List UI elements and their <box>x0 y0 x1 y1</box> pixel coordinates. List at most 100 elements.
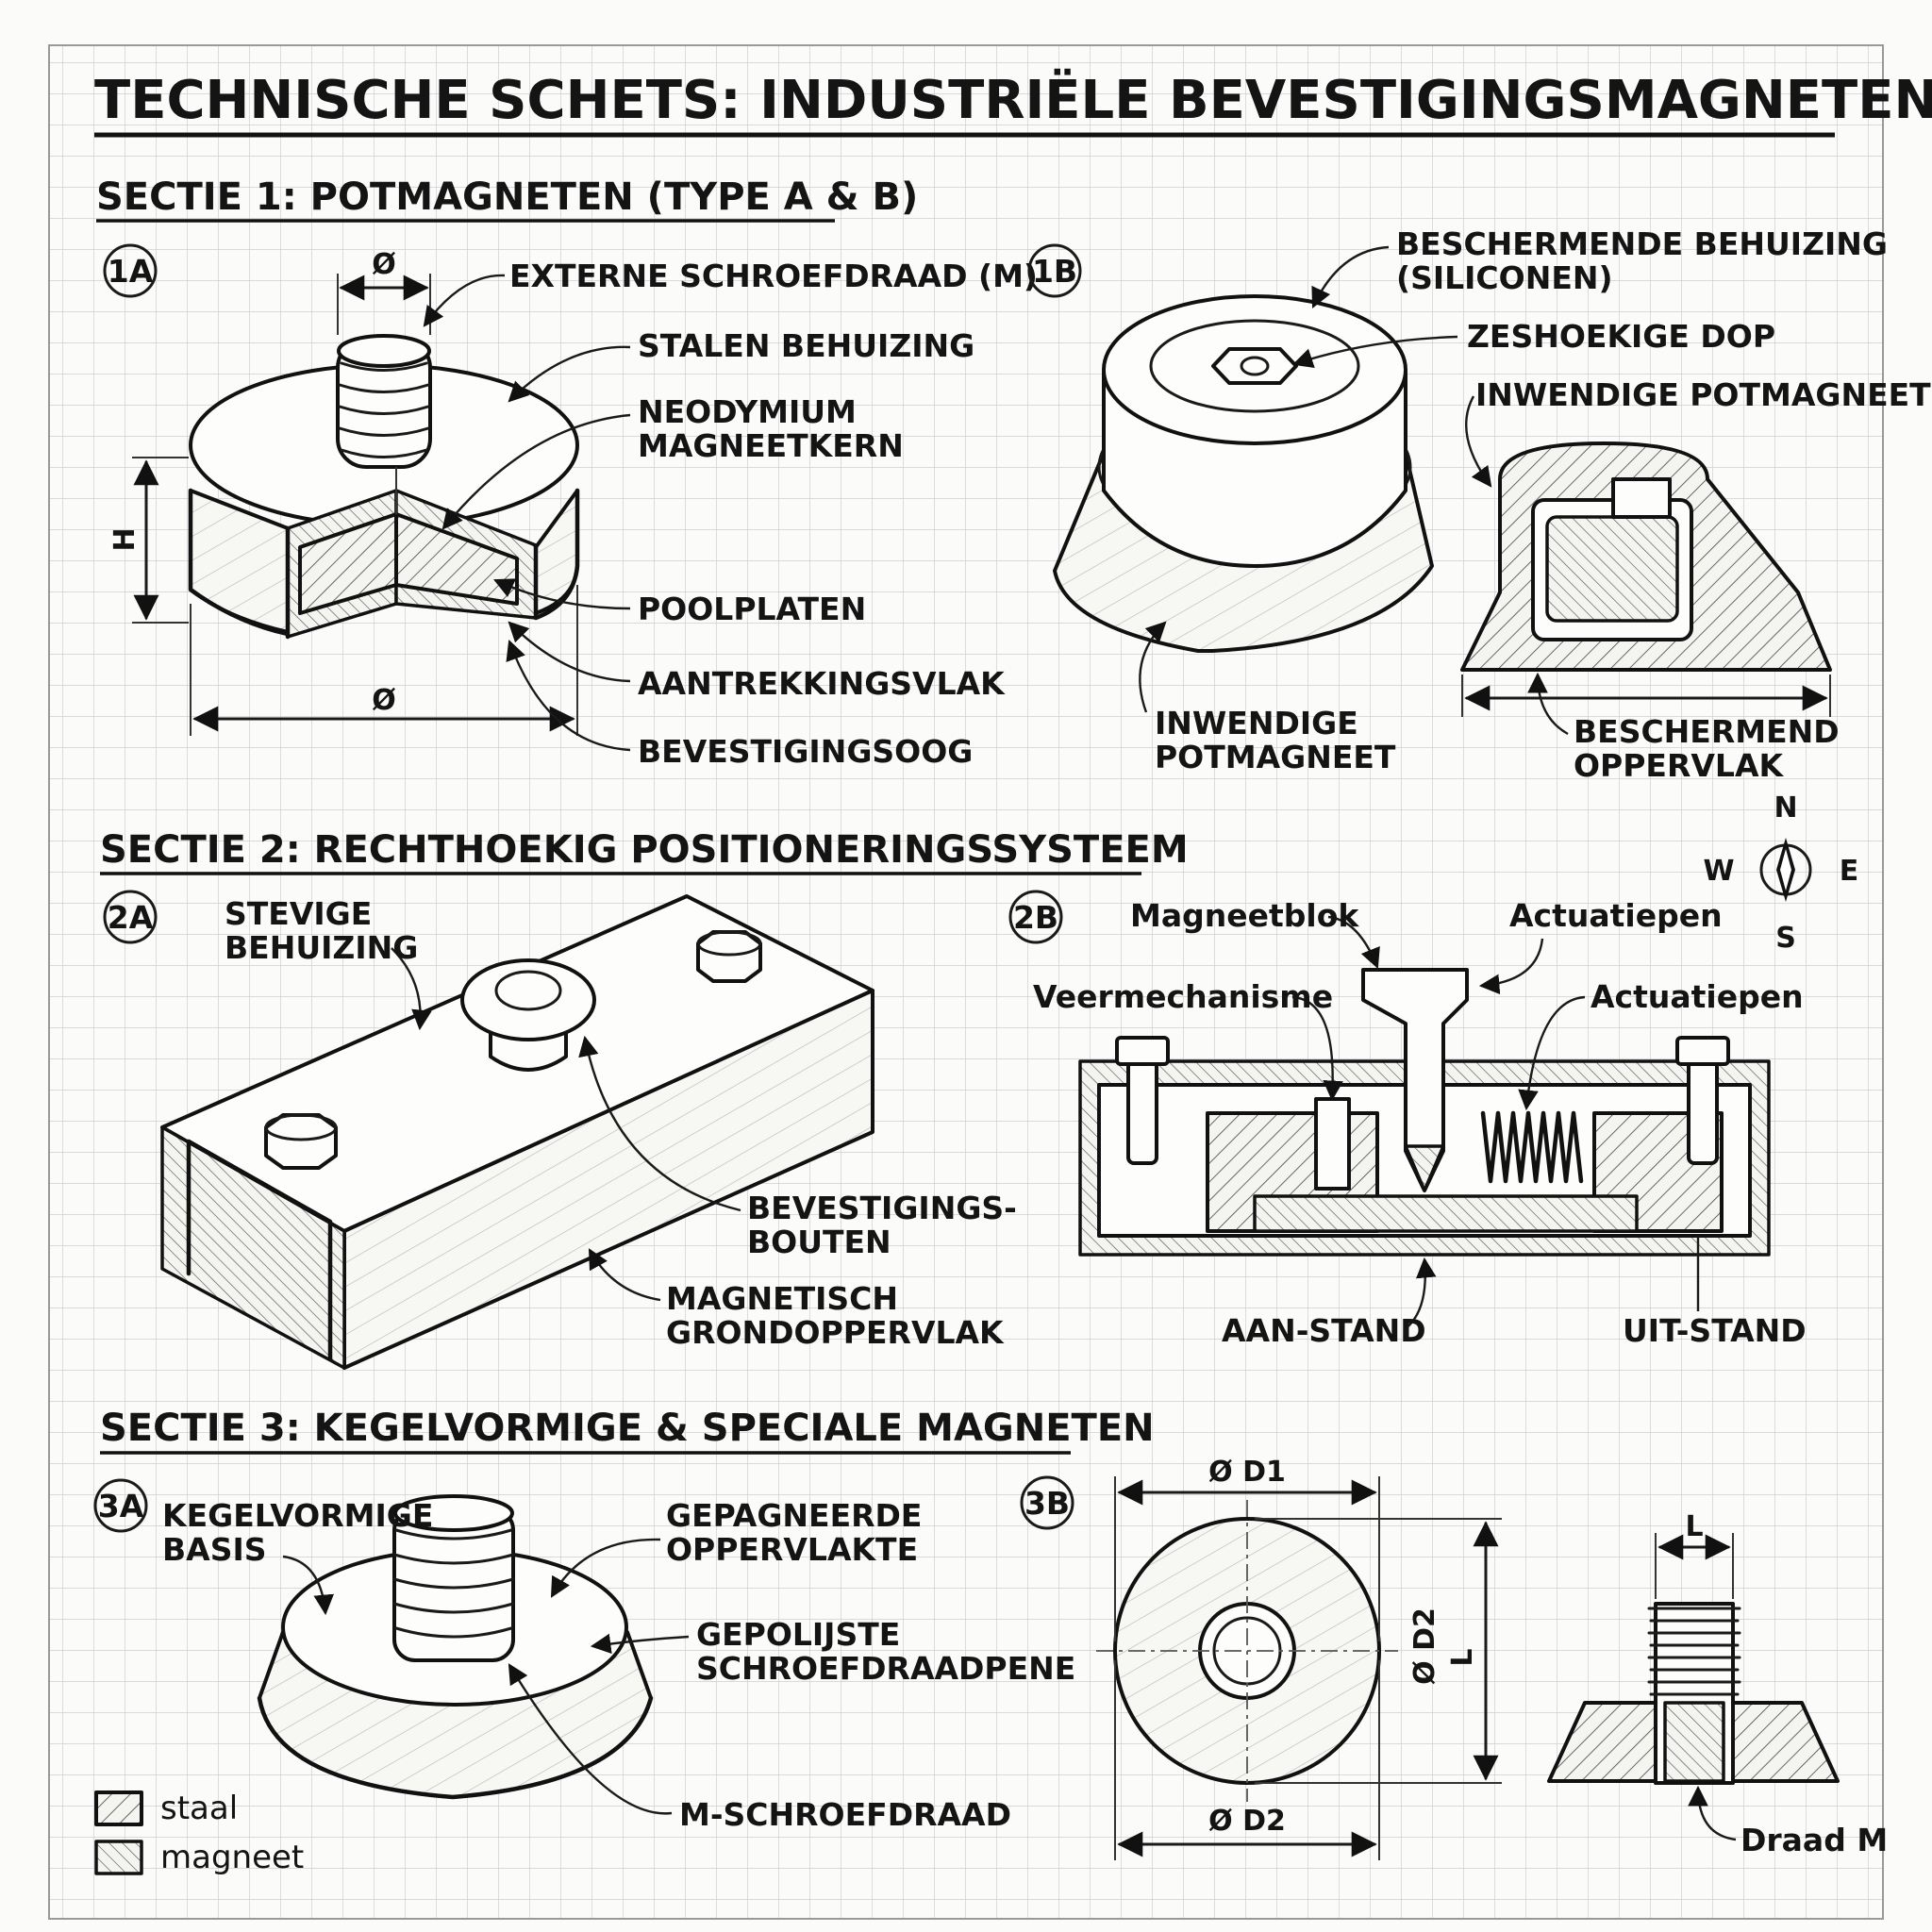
block-channel-lip <box>186 1139 333 1361</box>
sliding-bar <box>1253 1194 1639 1233</box>
label-inner-pot-2: POTMAGNEET <box>1155 739 1396 775</box>
d2-side-label: Ø D2 <box>1408 1607 1441 1685</box>
hex-bolt-right <box>696 930 762 983</box>
legend-magnet: magneet <box>160 1839 304 1876</box>
label-on-state: AAN-STAND <box>1222 1312 1426 1349</box>
tag-1a-circle <box>103 243 158 298</box>
label-magnet-core-1: NEODYMIUM <box>638 393 857 430</box>
label-mounting-bolts-1: BEVESTIGINGS- <box>747 1190 1017 1226</box>
leader-inner-pot-top <box>1464 395 1492 488</box>
label-sturdy-housing-2: BEHUIZING <box>225 929 418 966</box>
leader-magnet-block <box>1327 915 1380 970</box>
legend-swatch-magnet <box>94 1840 143 1875</box>
label-off-state: UIT-STAND <box>1623 1312 1807 1349</box>
tag-1b: 1B <box>1032 253 1077 290</box>
section-center-slot <box>1611 477 1672 519</box>
tag-3b: 3B <box>1024 1485 1070 1522</box>
conical-base-bottom-edge <box>257 1695 654 1800</box>
label-external-thread: EXTERNE SCHROEFDRAAD (M) <box>509 258 1038 294</box>
stud-side-threads <box>1647 1607 1741 1696</box>
label-magnetic-base-2: GRONDOPPERVLAK <box>666 1314 1005 1351</box>
l-top-label: L <box>1685 1510 1703 1543</box>
stud-diameter-label: Ø <box>372 248 396 281</box>
cutaway-edge <box>188 488 580 640</box>
leader-paged-surface <box>550 1538 661 1598</box>
label-actuation-pin: Actuatiepen <box>1591 978 1804 1015</box>
cap-inner-ring <box>1149 319 1360 413</box>
hex-cap-hole <box>1240 356 1270 376</box>
housing-bolt-left <box>1126 1059 1158 1165</box>
compass-south: S <box>1775 922 1796 955</box>
d1-label: Ø D1 <box>1208 1456 1286 1489</box>
label-steel-housing: STALEN BEHUIZING <box>638 327 974 364</box>
stud-side-bore <box>1663 1701 1725 1783</box>
label-magnetic-base-1: MAGNETISCH <box>666 1280 898 1317</box>
actuation-pin-tip <box>1404 1144 1445 1192</box>
label-conical-base-1: KEGELVORMIGE <box>162 1497 433 1534</box>
label-inner-pot-top: INWENDIGE POTMAGNEET <box>1475 376 1931 413</box>
label-polished-pin-2: SCHROEFDRAADPENE <box>696 1650 1075 1687</box>
leader-mounting-eye <box>506 639 631 752</box>
legend-swatch-steel <box>94 1790 143 1826</box>
stud-top <box>337 334 431 368</box>
center-bushing-flange <box>460 958 596 1041</box>
label-actuation-pin-top: Actuatiepen <box>1509 897 1723 934</box>
tag-3b-circle <box>1020 1475 1074 1530</box>
figure-1b-protected-pot-magnet: 1B BESCHERMENDE BEHUIZING (SILICONEN) ZE… <box>1027 225 1931 784</box>
magnet-core-section-right <box>394 512 519 606</box>
label-magnet-core-2: MAGNEETKERN <box>638 427 904 464</box>
leader-actuation-pin <box>1518 995 1586 1111</box>
center-bushing-hole <box>494 970 562 1011</box>
section-2-heading: SECTIE 2: RECHTHOEKIG POSITIONERINGSSYST… <box>100 828 1189 872</box>
tag-2a-circle <box>103 890 158 944</box>
hex-bolt-left <box>264 1113 338 1170</box>
figure-1a-pot-magnet: 1A Ø H Ø EXTERNE S <box>103 243 1038 770</box>
hex-cap <box>1211 347 1298 385</box>
legend-steel: staal <box>160 1790 238 1827</box>
tag-3a: 3A <box>98 1488 144 1524</box>
spring-guide <box>1314 1097 1351 1191</box>
leader-magnet-core <box>441 413 631 530</box>
label-mounting-eye: BEVESTIGINGSOOG <box>638 733 973 770</box>
leader-hex-cap <box>1291 335 1458 369</box>
sheet-border <box>48 44 1884 1920</box>
pin-threads-3a <box>392 1528 515 1639</box>
tag-3a-circle <box>93 1478 148 1533</box>
label-mounting-bolts-2: BOUTEN <box>747 1224 891 1260</box>
label-sturdy-housing-1: STEVIGE <box>225 895 372 932</box>
compass-east: E <box>1840 855 1859 888</box>
leader-actuation-pin-top <box>1478 938 1544 995</box>
tag-1b-circle <box>1027 243 1082 298</box>
label-paged-surface-2: OPPERVLAKTE <box>666 1531 918 1568</box>
compass-west: W <box>1703 855 1734 888</box>
threaded-pin-3a-top <box>393 1494 514 1532</box>
leader-magnetic-base <box>588 1248 661 1302</box>
page-title: TECHNISCHE SCHETS: INDUSTRIËLE BEVESTIGI… <box>94 70 1932 131</box>
label-paged-surface-1: GEPAGNEERDE <box>666 1497 922 1534</box>
body-diameter-label: Ø <box>372 684 396 717</box>
tag-1a: 1A <box>108 253 154 290</box>
leader-housing-1b <box>1311 245 1390 308</box>
label-housing-1b-2: (SILICONEN) <box>1396 259 1613 296</box>
tag-2b-circle <box>1008 890 1063 944</box>
section-3-heading: SECTIE 3: KEGELVORMIGE & SPECIALE MAGNET… <box>100 1407 1155 1450</box>
housing-bolt-left-head <box>1115 1036 1170 1066</box>
label-polished-pin-1: GEPOLIJSTE <box>696 1616 900 1653</box>
tag-2a: 2A <box>108 899 154 936</box>
label-spring-mechanism: Veermechanisme <box>1033 978 1333 1015</box>
spring-coil <box>1480 1110 1584 1184</box>
material-legend: staal magneet <box>94 1790 304 1876</box>
d2-bottom-label: Ø D2 <box>1208 1805 1286 1838</box>
leader-inner-pot-bottom <box>1139 621 1167 713</box>
leader-thread-m <box>1688 1785 1737 1841</box>
leader-mounting-bolts <box>578 1035 741 1212</box>
leader-conical-base <box>282 1555 334 1616</box>
label-inner-pot-1: INWENDIGE <box>1155 705 1358 741</box>
leader-protective-surface <box>1527 672 1569 736</box>
label-magnet-block: Magneetblok <box>1130 897 1359 934</box>
leader-polished-pin <box>590 1633 690 1655</box>
compass-rose: N E S W <box>1703 791 1858 955</box>
figure-3b-dimension-drawing: 3B Ø D1 Ø D2 Ø D2 L L Draad M <box>1020 1456 1888 1860</box>
height-label: H <box>108 527 142 551</box>
